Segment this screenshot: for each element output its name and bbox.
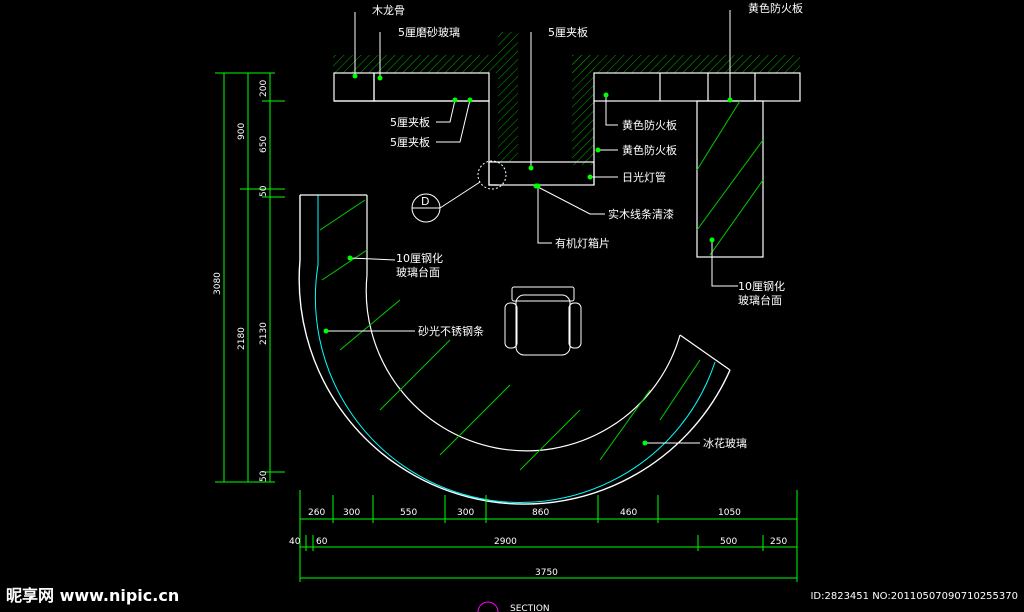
leader-dots: [323, 73, 733, 446]
label-fireproof-right-2: 黄色防火板: [622, 143, 677, 157]
section-word: SECTION: [510, 604, 550, 612]
left-dimensions: [215, 72, 285, 483]
label-ice-glass: 冰花玻璃: [703, 436, 747, 450]
dim-left-200: 200: [259, 80, 269, 97]
bottom-dimensions: [299, 490, 798, 582]
label-plywood-top: 5厘夹板: [548, 25, 588, 39]
label-keel: 木龙骨: [372, 4, 405, 17]
watermark-id: ID:2823451 NO:20110507090710255370: [810, 591, 1018, 602]
dim-bottom-2900: 2900: [494, 537, 517, 547]
label-glass-top-left: 10厘钢化玻璃台面: [396, 251, 443, 279]
dim-bottom-260: 260: [308, 508, 325, 518]
watermark-site: 昵享网 www.nipic.cn: [6, 586, 180, 605]
dim-left-650: 650: [259, 136, 269, 153]
section-mark-label: D: [421, 195, 429, 208]
label-fireproof-right-1: 黄色防火板: [622, 118, 677, 132]
dim-bottom-500: 500: [720, 537, 737, 547]
dim-left-2130: 2130: [259, 322, 269, 345]
dim-left-3080: 3080: [213, 272, 223, 295]
section-tag: SECTION: [477, 601, 550, 612]
right-glass-table: [696, 100, 764, 258]
curved-desk: [298, 194, 731, 505]
bottom-dimension-labels: 260 300 550 300 860 460 1050 40 60 2900 …: [289, 508, 787, 578]
annotation-labels: 木龙骨 5厘磨砂玻璃 5厘夹板 黄色防火板 5厘夹板 5厘夹板 黄色防火板 黄色…: [372, 1, 803, 450]
section-marker: D: [411, 160, 507, 223]
dim-bottom-40: 40: [289, 537, 301, 547]
label-fluorescent: 日光灯管: [622, 170, 666, 184]
leader-lines: [326, 10, 738, 444]
dim-bottom-3750: 3750: [535, 568, 558, 578]
dim-bottom-550: 550: [400, 508, 417, 518]
label-frosted-glass: 5厘磨砂玻璃: [398, 25, 460, 39]
chair-icon: [504, 286, 582, 356]
dim-bottom-860: 860: [532, 508, 549, 518]
dim-bottom-300b: 300: [457, 508, 474, 518]
label-plywood-left-1: 5厘夹板: [390, 115, 430, 129]
dim-bottom-1050: 1050: [718, 508, 741, 518]
dim-left-900: 900: [237, 123, 247, 140]
dim-bottom-60: 60: [316, 537, 328, 547]
label-glass-top-right: 10厘钢化玻璃台面: [738, 279, 785, 307]
dim-bottom-460: 460: [620, 508, 637, 518]
dim-bottom-250: 250: [770, 537, 787, 547]
dim-left-2180: 2180: [237, 327, 247, 350]
label-plywood-left-2: 5厘夹板: [390, 135, 430, 149]
label-stainless: 砂光不锈钢条: [418, 324, 484, 338]
label-acrylic: 有机灯箱片: [555, 236, 610, 250]
wall-hatch: [333, 32, 800, 165]
dim-left-50b: 50: [259, 470, 269, 482]
dim-left-50a: 50: [259, 185, 269, 197]
dim-bottom-300a: 300: [343, 508, 360, 518]
label-fireproof-top: 黄色防火板: [748, 1, 803, 15]
label-wood-strip: 实木线条清漆: [608, 207, 674, 221]
left-dimension-labels: 900 3080 2180 200 650 50 2130 50: [213, 80, 269, 482]
